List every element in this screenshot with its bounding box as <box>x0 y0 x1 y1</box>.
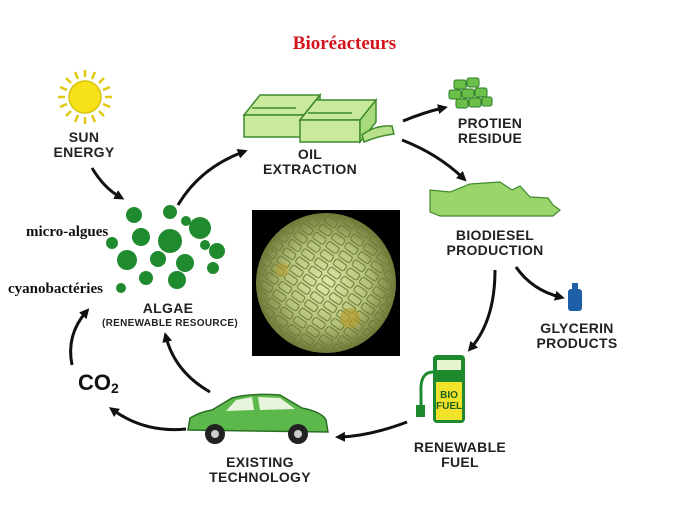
extraction-tanks-icon <box>242 92 395 145</box>
arrow-technology-co2 <box>108 407 187 432</box>
sun-icon <box>58 70 112 124</box>
protein-blocks-icon <box>448 77 493 109</box>
arrow-technology-algae <box>162 332 211 394</box>
arrow-oil-protein <box>402 104 448 123</box>
refinery-icon <box>429 181 561 217</box>
car-icon <box>187 393 329 444</box>
arrow-oil-biodiesel <box>401 138 467 182</box>
diagram-title: Bioréacteurs <box>292 33 397 54</box>
arrow-algae-oil <box>176 149 248 206</box>
microscope-photo <box>252 210 400 356</box>
micro-algues-annotation: micro-algues <box>26 224 109 240</box>
arrow-biodiesel-glycerin <box>514 266 565 301</box>
arrow-co2-algae <box>69 308 90 366</box>
co2-label: CO2 <box>78 370 119 396</box>
algae-cells-icon <box>106 205 225 293</box>
algae-sublabel: (RENEWABLE RESOURCE) <box>101 318 238 329</box>
arrow-fuel-technology <box>335 420 408 442</box>
fuel-pump-icon <box>416 355 465 423</box>
arrow-biodiesel-fuel <box>467 269 497 352</box>
algae-label: ALGAE <box>142 300 194 316</box>
glycerin-bottle-icon <box>568 283 582 311</box>
arrow-sun-algae <box>90 167 125 200</box>
cyanobacteries-annotation: cyanobactéries <box>8 281 103 297</box>
